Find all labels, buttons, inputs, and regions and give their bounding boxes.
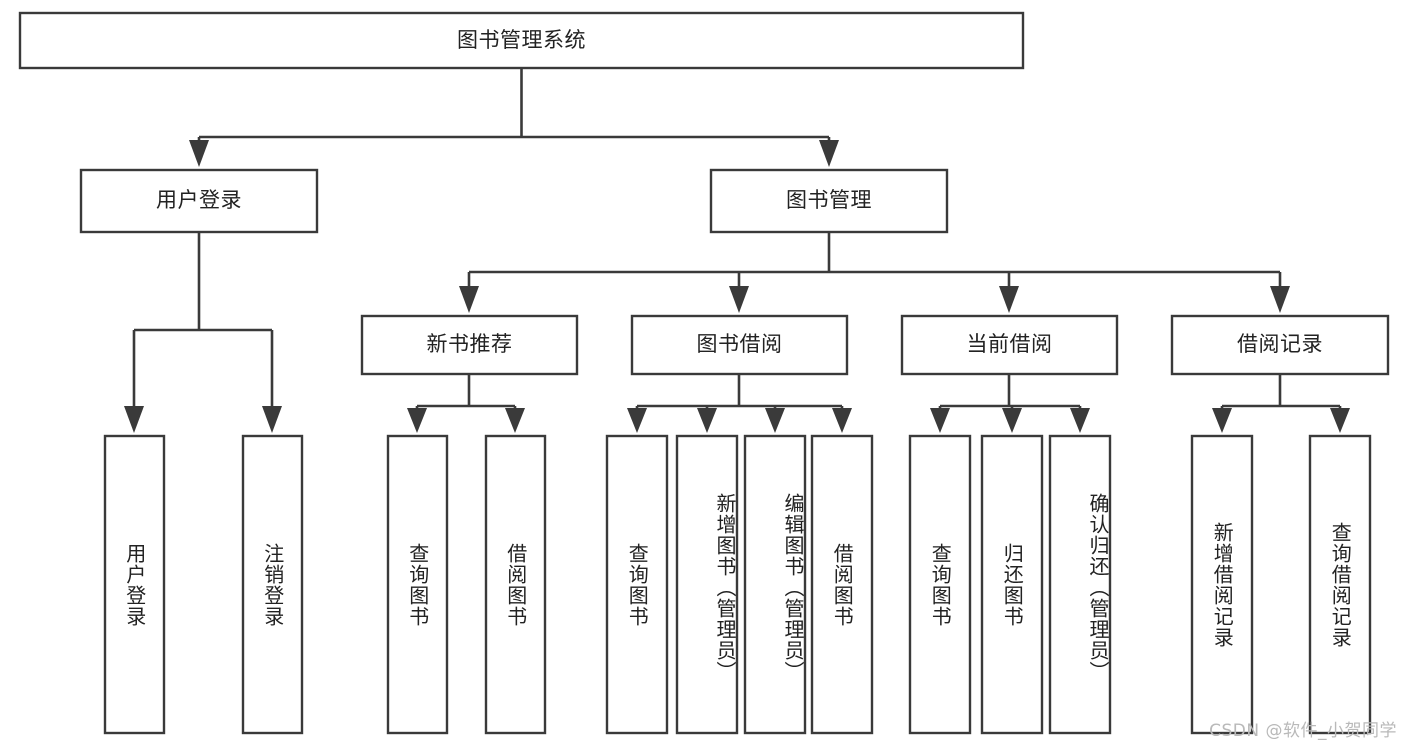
connector-group-root [189,68,839,167]
arrow-to-leaf-query-book-rec [407,408,427,433]
node-box-leaf-query-borrow-record[interactable] [1308,434,1372,735]
connector-group-book-manage [459,232,1290,313]
arrow-to-current-borrow [999,286,1019,313]
arrow-to-leaf-confirm-return-admin [1070,408,1090,433]
connector-group-book-borrow [627,374,852,433]
arrow-to-leaf-borrow-book-rec [505,408,525,433]
arrow-to-leaf-user-logout [262,406,282,433]
connector-group-borrow-record [1212,374,1350,433]
node-box-leaf-user-logout[interactable] [241,434,304,735]
connector-group-new-book-recommend [407,374,525,433]
node-box-leaf-edit-book-admin[interactable] [743,434,807,735]
node-box-leaf-query-book-cur[interactable] [908,434,972,735]
node-box-user-login[interactable] [79,168,319,234]
node-box-leaf-add-book-admin[interactable] [675,434,739,735]
node-box-leaf-return-book[interactable] [980,434,1044,735]
arrow-to-leaf-edit-book-admin [765,408,785,433]
arrow-to-leaf-add-borrow-record [1212,408,1232,433]
arrow-to-leaf-add-book-admin [697,408,717,433]
arrow-to-leaf-query-book-cur [930,408,950,433]
node-box-leaf-borrow-book-bor[interactable] [810,434,874,735]
arrow-to-leaf-query-borrow-record [1330,408,1350,433]
node-box-leaf-query-book-rec[interactable] [386,434,449,735]
node-box-leaf-confirm-return-admin[interactable] [1048,434,1112,735]
arrow-to-book-borrow [729,286,749,313]
node-box-new-book-recommend[interactable] [360,314,579,376]
arrow-to-leaf-user-login [124,406,144,433]
node-box-leaf-query-book-bor[interactable] [605,434,669,735]
node-box-leaf-add-borrow-record[interactable] [1190,434,1254,735]
node-box-current-borrow[interactable] [900,314,1119,376]
node-box-leaf-user-login[interactable] [103,434,166,735]
node-box-borrow-record[interactable] [1170,314,1390,376]
arrow-to-leaf-borrow-book-bor [832,408,852,433]
connector-group-current-borrow [930,374,1090,433]
arrow-root-to-book-manage [819,140,839,167]
arrow-to-leaf-query-book-bor [627,408,647,433]
node-box-leaf-borrow-book-rec[interactable] [484,434,547,735]
node-box-root[interactable] [18,11,1025,70]
arrow-to-new-book-recommend [459,286,479,313]
arrow-root-to-user-login [189,140,209,167]
node-box-book-borrow[interactable] [630,314,849,376]
arrow-to-leaf-return-book [1002,408,1022,433]
node-box-book-manage[interactable] [709,168,949,234]
connector-group-user-login [124,232,282,433]
arrow-to-borrow-record [1270,286,1290,313]
